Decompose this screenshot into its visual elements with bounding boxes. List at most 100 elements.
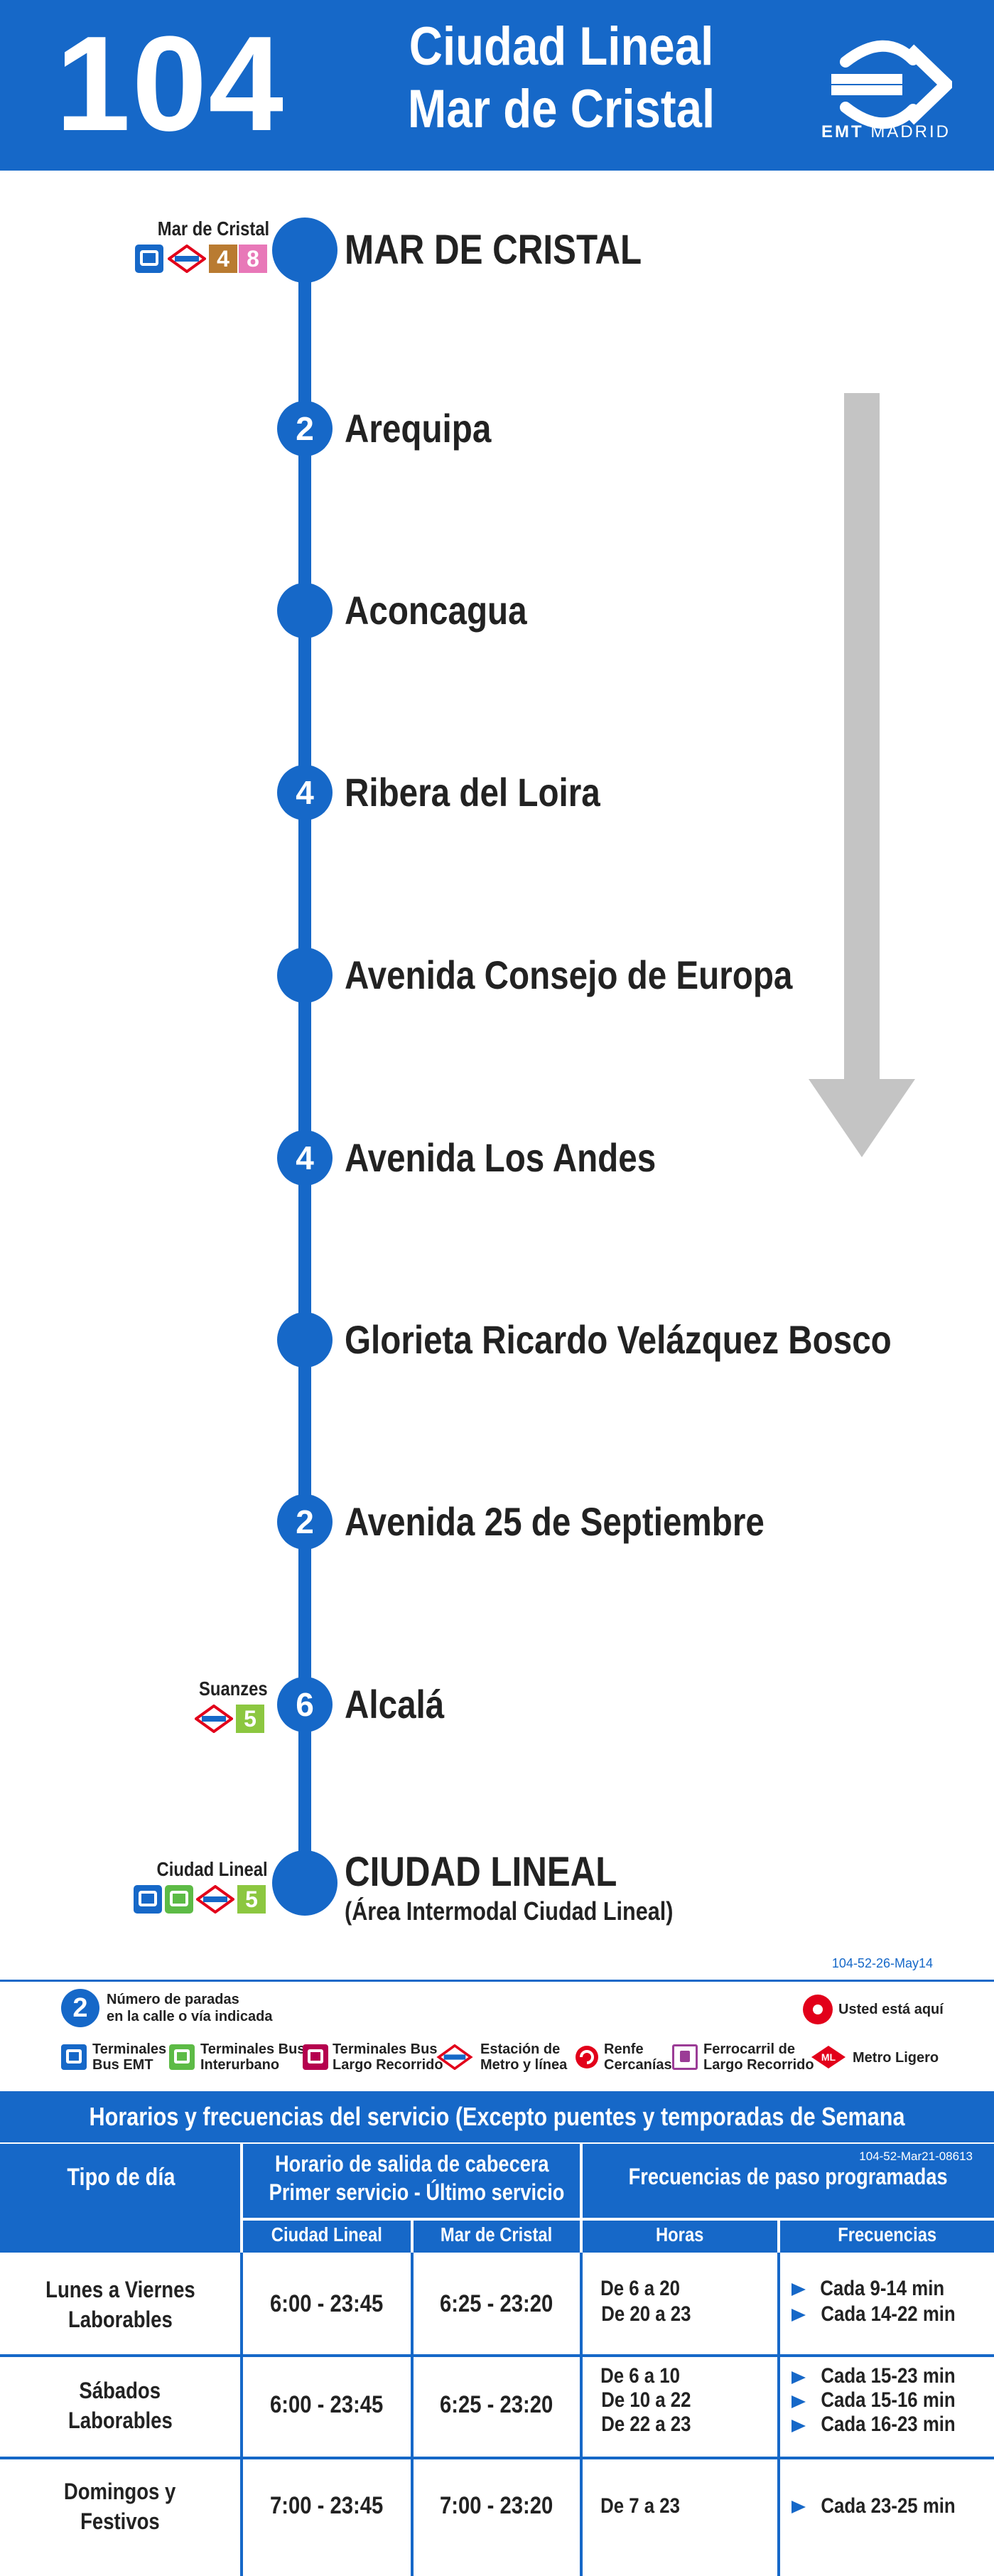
schedule-code: 104-52-Mar21-08613 bbox=[859, 2150, 973, 2163]
header-divider bbox=[243, 2218, 994, 2221]
stop-dot: 4 bbox=[277, 1130, 333, 1186]
stop-count-badge: 4 bbox=[296, 1139, 314, 1176]
stop-name: Glorieta Ricardo Velázquez Bosco bbox=[345, 1317, 892, 1362]
header-divider bbox=[580, 2144, 583, 2253]
metro-line-8-badge: 8 bbox=[239, 245, 267, 273]
sub-freq: Frecuencias bbox=[838, 2223, 936, 2245]
legend-stops-badge: 2 bbox=[61, 1989, 99, 2027]
col-frequencies: Frecuencias de paso programadas bbox=[629, 2164, 948, 2189]
legend-item-line2: Interurbano bbox=[200, 2057, 280, 2073]
legend-item-line1: Metro Ligero bbox=[853, 2050, 939, 2066]
stop-name: Avenida 25 de Septiembre bbox=[345, 1499, 765, 1544]
stop-dot-terminal bbox=[272, 218, 337, 283]
table-row-freqs: Cada 15-23 min Cada 15-16 min Cada 16-23… bbox=[792, 2364, 966, 2437]
table-col-divider bbox=[777, 2253, 780, 2576]
train-icon bbox=[672, 2044, 698, 2070]
legend-item-line2: Largo Recorrido bbox=[703, 2057, 814, 2073]
destination-line-1: Ciudad Lineal bbox=[409, 16, 714, 77]
stop-subtitle: (Área Intermodal Ciudad Lineal) bbox=[345, 1896, 674, 1926]
emt-logo-icon bbox=[831, 40, 952, 129]
metro-icon bbox=[196, 1885, 234, 1914]
legend-item-line2: Largo Recorrido bbox=[333, 2057, 443, 2073]
direction-arrow-shaft bbox=[844, 393, 880, 1083]
connection-icons: 5 bbox=[134, 1885, 269, 1915]
header-divider bbox=[777, 2218, 780, 2253]
schedule-header: Tipo de día Horario de salida de cabecer… bbox=[0, 2144, 994, 2253]
bus-emt-icon bbox=[135, 245, 163, 273]
bus-largo-recorrido-icon bbox=[303, 2044, 328, 2070]
table-row-time-a: 6:00 - 23:45 bbox=[270, 2290, 384, 2317]
legend-item-line2: Bus EMT bbox=[92, 2057, 153, 2073]
legend-item-line2: Metro y línea bbox=[480, 2057, 568, 2073]
col-departure-2: Primer servicio - Último servicio bbox=[269, 2179, 565, 2205]
connection-icons: 4 8 bbox=[135, 245, 270, 274]
sub-origin-b: Mar de Cristal bbox=[441, 2223, 553, 2245]
sub-hours: Horas bbox=[656, 2223, 704, 2245]
metro-icon bbox=[436, 2044, 473, 2070]
direction-arrow-icon bbox=[809, 1079, 915, 1157]
stop-name: Avenida Los Andes bbox=[345, 1135, 657, 1180]
route-line bbox=[298, 245, 311, 1880]
stop-dot: 2 bbox=[277, 401, 333, 456]
bus-emt-icon bbox=[134, 1885, 162, 1914]
connection-label: Mar de Cristal bbox=[157, 218, 269, 240]
table-row-time-a: 7:00 - 23:45 bbox=[270, 2492, 384, 2519]
legend-stops-text-1: Número de paradas bbox=[107, 1992, 239, 2007]
stop-count-badge: 4 bbox=[296, 774, 314, 811]
schedule-title: Horarios y frecuencias del servicio (Exc… bbox=[0, 2091, 994, 2182]
stop-name: Ribera del Loira bbox=[345, 770, 600, 815]
table-row-freqs: Cada 9-14 min Cada 14-22 min bbox=[792, 2276, 966, 2327]
connection-label: Suanzes bbox=[199, 1678, 268, 1700]
table-col-divider bbox=[411, 2253, 414, 2576]
table-row-time-a: 6:00 - 23:45 bbox=[270, 2391, 384, 2418]
table-row-time-b: 6:25 - 23:20 bbox=[440, 2391, 553, 2418]
legend-stops-text-2: en la calle o vía indicada bbox=[107, 2009, 273, 2024]
table-row-hours: De 7 a 23 bbox=[600, 2494, 680, 2518]
legend-here-text: Usted está aquí bbox=[838, 2002, 944, 2017]
col-day-type: Tipo de día bbox=[66, 2164, 175, 2191]
metro-line-5-badge: 5 bbox=[236, 1705, 264, 1733]
route-number: 104 bbox=[55, 9, 286, 159]
stop-name: Aconcagua bbox=[345, 588, 527, 633]
table-row-time-b: 7:00 - 23:20 bbox=[440, 2492, 553, 2519]
stop-dot: 2 bbox=[277, 1494, 333, 1550]
stop-count-badge: 2 bbox=[296, 1503, 314, 1540]
legend-divider bbox=[0, 1980, 994, 1982]
stop-dot bbox=[277, 1312, 333, 1368]
stop-name: MAR DE CRISTAL bbox=[345, 227, 642, 273]
stop-name: Alcalá bbox=[345, 1682, 445, 1727]
legend-code: 104-52-26-May14 bbox=[831, 1956, 933, 1970]
table-row-divider bbox=[0, 2354, 994, 2357]
emt-brand-text: EMT MADRID bbox=[821, 122, 951, 141]
you-are-here-icon bbox=[803, 1995, 833, 2024]
destination-line-2: Mar de Cristal bbox=[407, 79, 715, 139]
connection-icons: 5 bbox=[195, 1705, 266, 1734]
legend-item-line1: Terminales Bus bbox=[200, 2041, 306, 2057]
stop-count-badge: 2 bbox=[296, 410, 314, 447]
metro-icon bbox=[168, 245, 206, 273]
header-divider bbox=[240, 2144, 243, 2253]
table-row-freqs: Cada 23-25 min bbox=[792, 2494, 966, 2519]
stop-dot bbox=[277, 583, 333, 638]
route-header: 104 Ciudad Lineal Mar de Cristal EMT MAD… bbox=[0, 0, 994, 171]
legend-item-line1: Terminales bbox=[92, 2041, 167, 2057]
renfe-icon bbox=[576, 2046, 598, 2068]
stop-name: Avenida Consejo de Europa bbox=[345, 952, 793, 997]
sub-origin-a: Ciudad Lineal bbox=[271, 2223, 383, 2245]
header-divider bbox=[411, 2218, 414, 2253]
table-col-divider bbox=[240, 2253, 243, 2576]
legend-item-line1: Terminales Bus bbox=[333, 2041, 438, 2057]
metro-icon bbox=[195, 1705, 233, 1733]
table-row-divider bbox=[0, 2457, 994, 2459]
bus-interurbano-icon bbox=[165, 1885, 193, 1914]
stop-dot: 6 bbox=[277, 1677, 333, 1732]
connection-label: Ciudad Lineal bbox=[156, 1858, 268, 1880]
legend-item-line1: Estación de bbox=[480, 2041, 561, 2057]
bus-interurbano-icon bbox=[169, 2044, 195, 2070]
table-row-time-b: 6:25 - 23:20 bbox=[440, 2290, 553, 2317]
col-departure-1: Horario de salida de cabecera bbox=[275, 2151, 549, 2177]
